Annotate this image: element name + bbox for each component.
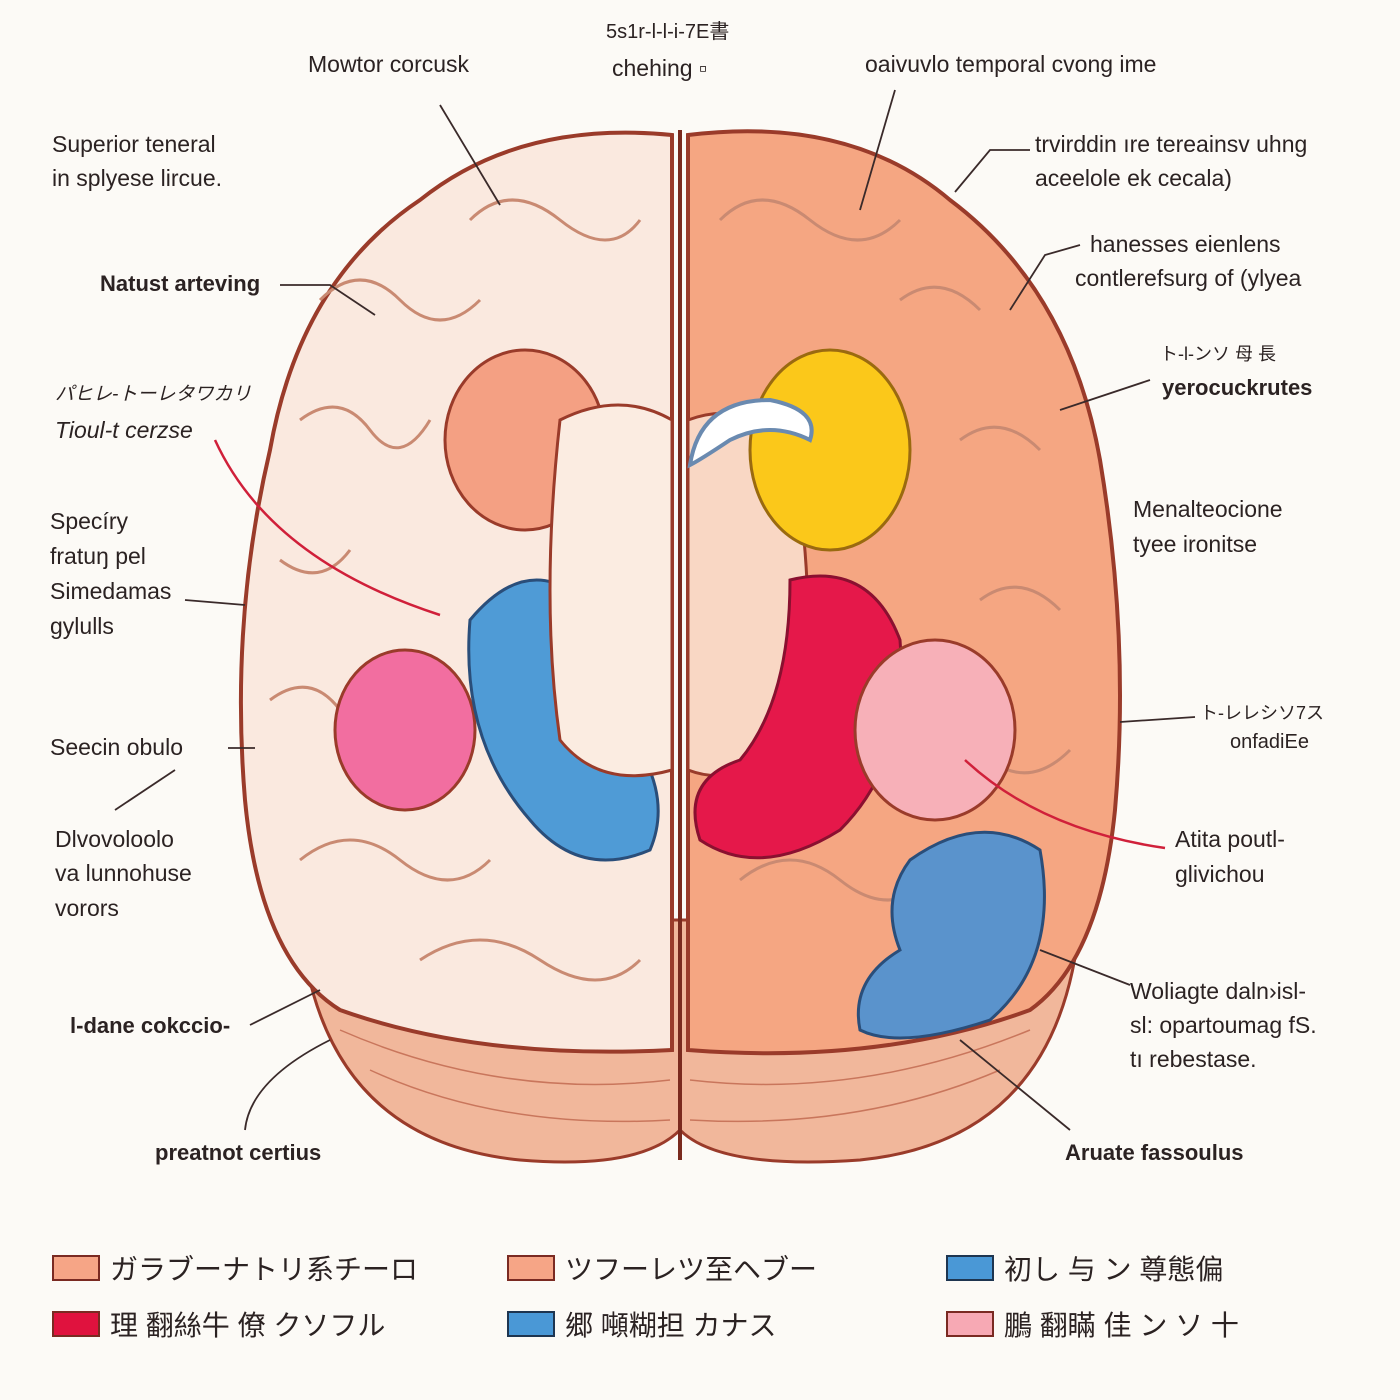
legend-label: 鵬 翻瞞 佳 ン ソ 十 xyxy=(1004,1310,1239,1341)
label-right-1a: trvirddin ıre tereainsv uhng xyxy=(1035,131,1308,157)
label-left-3b: Tioul-t cerzse xyxy=(55,417,193,443)
label-right-7b: sl: opartoumag fS. xyxy=(1130,1012,1317,1038)
legend-item: 理 翻絲牛 僚 クソフル xyxy=(52,1304,385,1344)
label-left-6b: va lunnohuse xyxy=(55,860,192,886)
legend-item: 郷 噸糊担 カナス xyxy=(507,1304,777,1344)
label-right-6a: Atita poutl- xyxy=(1175,826,1285,852)
label-left-4a: Specíry xyxy=(50,508,128,534)
label-right-6b: glivichou xyxy=(1175,861,1265,887)
legend-swatch xyxy=(507,1311,555,1337)
label-right-4a: Menalteocione xyxy=(1133,496,1283,522)
legend-swatch xyxy=(946,1255,994,1281)
legend-item: ガラブーナトリ系チーロ xyxy=(52,1248,418,1288)
leader-lines xyxy=(114,89,1196,1131)
label-left-6c: vorors xyxy=(55,895,119,921)
title-line-2: chehing ▫ xyxy=(612,55,708,81)
region-cream-center-left xyxy=(548,403,674,778)
label-right-3a: ト-l-ンソ 母 長 xyxy=(1160,344,1276,364)
highlight-lines xyxy=(213,439,1166,850)
region-light-pink xyxy=(853,638,1017,822)
label-top-left: Mowtor corcusk xyxy=(308,51,470,77)
region-blue-right xyxy=(856,830,1046,1040)
label-left-7: l-dane cokccio- xyxy=(70,1013,231,1038)
label-right-7a: Woliagte daln›isl- xyxy=(1130,978,1306,1004)
region-pink-left xyxy=(333,648,477,812)
legend-swatch xyxy=(52,1255,100,1281)
label-left-1b: in splyese lircue. xyxy=(52,165,223,191)
label-right-2b: contlerefsurg of (уlyea xyxy=(1075,265,1302,291)
label-left-4d: gylulls xyxy=(50,613,114,639)
label-right-5b: onfadiEe xyxy=(1230,731,1309,753)
label-right-7c: tı rebestase. xyxy=(1130,1046,1257,1072)
label-right-4b: tyee ironitse xyxy=(1133,531,1258,557)
legend-label: 理 翻絲牛 僚 クソフル xyxy=(110,1310,386,1341)
label-left-5: Seecin obulo xyxy=(50,734,183,760)
label-bottom-left: preatnot certius xyxy=(155,1140,322,1165)
label-left-6a: Dlvovoloolo xyxy=(55,826,174,852)
legend-item: 初し 与 ン 尊態偏 xyxy=(946,1248,1223,1288)
label-bottom-right: Aruate fassoulus xyxy=(1065,1140,1244,1165)
legend-label: 郷 噸糊担 カナス xyxy=(565,1310,777,1341)
legend-swatch xyxy=(946,1311,994,1337)
legend-label: ツフーレツ至ヘブー xyxy=(565,1254,818,1285)
legend-item: ツフーレツ至ヘブー xyxy=(507,1248,817,1288)
label-right-2a: hanesses eienlens xyxy=(1090,231,1281,257)
region-white-blue xyxy=(687,397,814,469)
label-left-2: Natust arteving xyxy=(100,271,261,296)
label-left-4b: fratuŋ pel xyxy=(50,543,146,569)
label-left-4c: Simedamas xyxy=(50,578,172,604)
legend-swatch xyxy=(52,1311,100,1337)
label-right-3b: yerocuckrutes xyxy=(1162,375,1313,400)
label-right-1b: aceelole ek cecala) xyxy=(1035,165,1232,191)
label-left-1a: Superior teneral xyxy=(52,131,216,157)
label-left-3a: パヒレ-トーレタワカリ xyxy=(55,384,252,405)
region-crimson xyxy=(693,574,903,860)
legend-label: ガラブーナトリ系チーロ xyxy=(110,1254,419,1285)
legend-swatch xyxy=(507,1255,555,1281)
title-line-1: 5s1r-l-l-i-7E書 xyxy=(606,21,730,43)
legend-item: 鵬 翻瞞 佳 ン ソ 十 xyxy=(946,1304,1239,1344)
label-right-5a: ト-レレシソ7ス xyxy=(1200,703,1325,723)
region-yellow xyxy=(748,348,912,552)
label-top-right: oaivuvlo temporal cvong ime xyxy=(865,51,1157,77)
legend-label: 初し 与 ン 尊態偏 xyxy=(1004,1254,1224,1285)
